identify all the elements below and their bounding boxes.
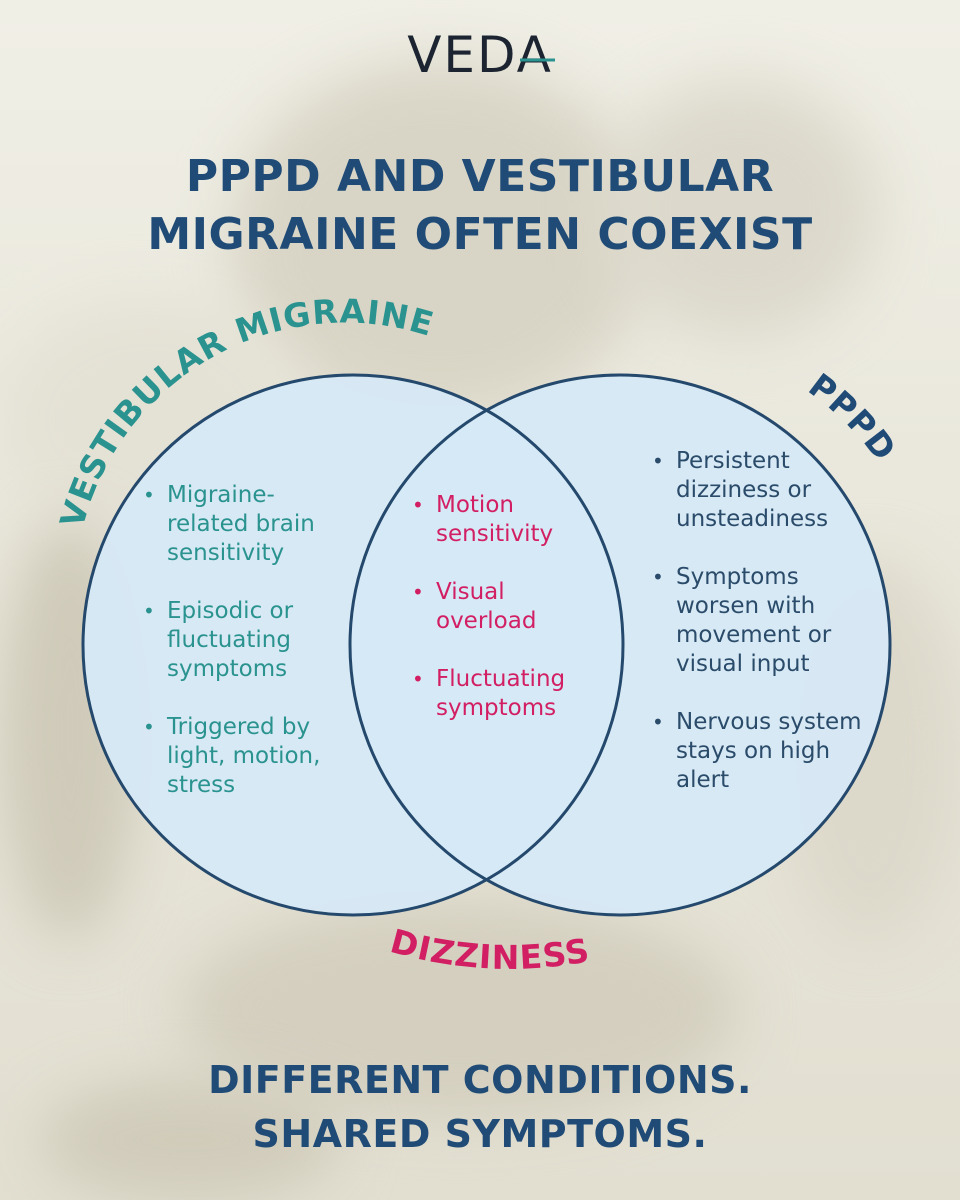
list-item: Symptoms worsen with movement or visual …: [652, 563, 862, 679]
label-dizziness: DIZZINESS: [386, 921, 592, 977]
tagline: DIFFERENT CONDITIONS. SHARED SYMPTOMS.: [60, 1053, 900, 1161]
list-item: Fluctuating symptoms: [412, 665, 612, 723]
tagline-line-1: DIFFERENT CONDITIONS.: [208, 1058, 752, 1102]
list-item: Visual overload: [412, 578, 612, 636]
list-item: Episodic or fluctuating symptoms: [143, 597, 343, 684]
page-title: PPPD AND VESTIBULAR MIGRAINE OFTEN COEXI…: [60, 148, 900, 264]
vestibular-migraine-list: Migraine-related brain sensitivity Episo…: [143, 481, 343, 800]
logo-text: VEDA: [407, 26, 553, 84]
list-item: Migraine-related brain sensitivity: [143, 481, 343, 568]
list-item: Nervous system stays on high alert: [652, 708, 862, 795]
shared-symptoms-list: Motion sensitivity Visual overload Fluct…: [412, 491, 612, 723]
title-line-2: MIGRAINE OFTEN COEXIST: [147, 209, 813, 260]
list-item: Persistent dizziness or unsteadiness: [652, 447, 862, 534]
pppd-list: Persistent dizziness or unsteadiness Sym…: [652, 447, 862, 795]
veda-logo: VEDA: [0, 26, 960, 86]
venn-circle-pppd-outline: [348, 373, 892, 917]
list-item: Motion sensitivity: [412, 491, 612, 549]
list-item: Triggered by light, motion, stress: [143, 713, 343, 800]
title-line-1: PPPD AND VESTIBULAR: [185, 151, 775, 202]
venn-circle-vestibular-migraine-outline: [81, 373, 625, 917]
tagline-line-2: SHARED SYMPTOMS.: [252, 1112, 708, 1156]
